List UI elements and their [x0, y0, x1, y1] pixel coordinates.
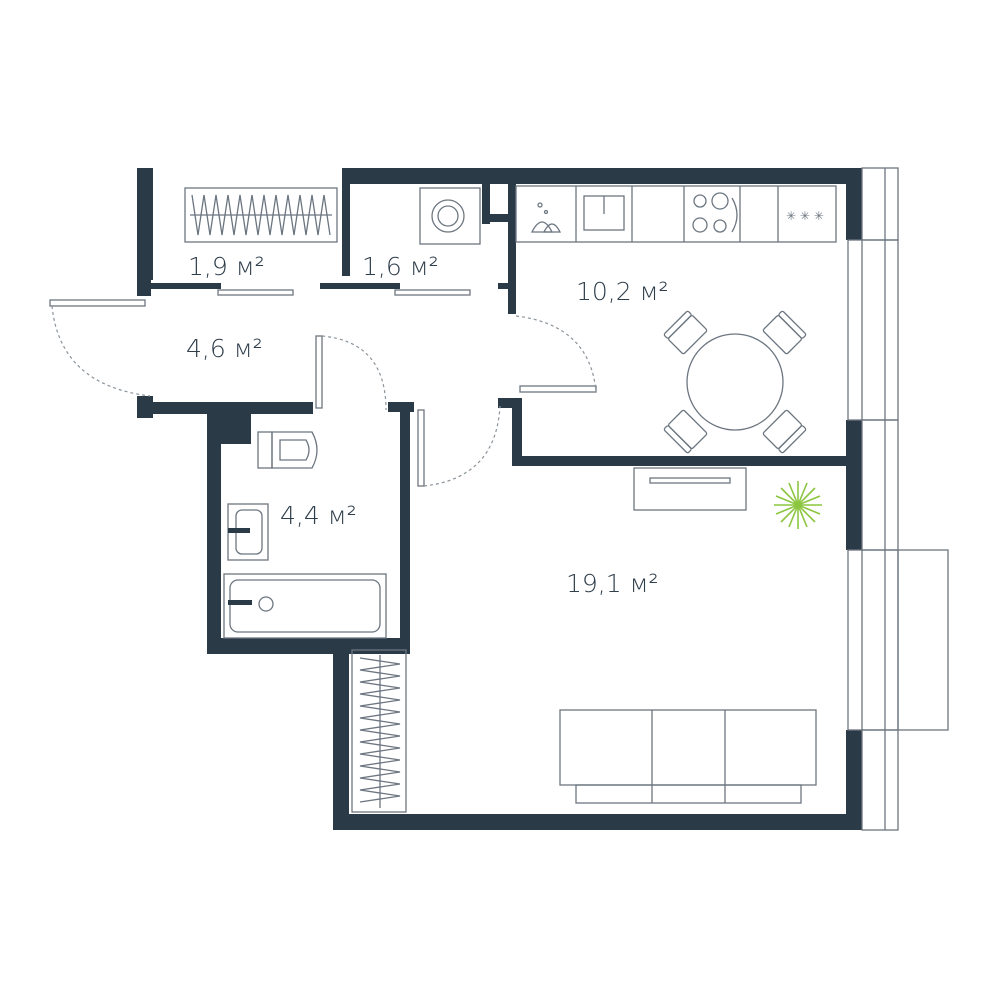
oven-icon: ✳ ✳ ✳	[786, 209, 824, 223]
wall-right-2	[846, 420, 862, 550]
wall-kitchen-lower	[512, 398, 522, 466]
walls	[137, 168, 862, 830]
wall-bottom	[333, 814, 862, 830]
window-frame-4	[847, 549, 899, 731]
area-hall: 4,6 м²	[186, 334, 263, 363]
area-laundry: 1,6 м²	[362, 252, 439, 281]
toilet-icon	[257, 431, 318, 469]
washing-machine-icon	[419, 187, 481, 245]
kitchen-door-leaf	[519, 385, 597, 393]
wall-right-1	[846, 168, 862, 240]
wall-storage-front	[151, 283, 221, 289]
wardrobe-living-icon	[351, 649, 407, 813]
living-door-leaf	[417, 409, 425, 487]
wall-laundry-right	[482, 184, 490, 224]
wall-right-3	[846, 730, 862, 830]
window-frame-3	[861, 419, 899, 551]
wall-laundry-front	[350, 283, 400, 289]
svg-text:✳ ✳ ✳: ✳ ✳ ✳	[786, 209, 824, 223]
balcony-door	[897, 549, 949, 731]
dining-set-icon	[663, 310, 807, 454]
area-kitchen: 10,2 м²	[576, 277, 669, 306]
bathtub-icon	[223, 573, 387, 639]
plant-icon	[774, 481, 822, 529]
sofa-icon	[559, 709, 817, 804]
bath-door-leaf	[315, 335, 323, 409]
wall-living-left	[333, 638, 349, 828]
wall-storage-laundry	[342, 168, 350, 276]
living-door-swing	[423, 405, 501, 487]
storage-door	[217, 289, 294, 296]
wall-laundry-step	[482, 214, 512, 222]
stove-icon	[692, 192, 738, 233]
area-living: 19,1 м²	[566, 569, 659, 598]
wall-kitchen-stub	[498, 283, 516, 289]
wall-bath-left	[207, 402, 221, 654]
wall-bath-shaft	[221, 414, 251, 444]
windows	[847, 167, 949, 831]
wall-laundry-left	[320, 283, 350, 289]
wall-hall-bath	[153, 402, 313, 414]
laundry-door	[394, 289, 471, 296]
sink-icon	[583, 195, 625, 231]
wall-left-top	[137, 168, 153, 280]
window-frame-1	[861, 167, 899, 241]
washbasin-icon	[227, 503, 269, 561]
wall-top-right	[570, 168, 850, 184]
area-storage: 1,9 м²	[188, 252, 265, 281]
window-frame-5	[861, 729, 899, 831]
kitchen-counter	[515, 185, 837, 243]
wall-bath-right	[400, 402, 410, 638]
entrance-door-swing	[51, 305, 151, 397]
wall-storage-corner	[137, 276, 151, 296]
wall-kitchen-left	[508, 184, 516, 314]
kitchen-door-swing	[515, 315, 597, 393]
window-frame-2	[847, 239, 899, 421]
wall-kitchen-living	[512, 456, 850, 466]
wall-top-middle	[342, 168, 570, 184]
wall-bath-bottom	[207, 638, 410, 654]
dish-icon	[530, 202, 562, 233]
tv-stand-icon	[633, 467, 747, 511]
wall-hall-left	[137, 396, 153, 418]
bath-door-swing	[321, 335, 387, 411]
wall-kitchen-lower-stub	[498, 398, 522, 408]
area-bathroom: 4,4 м²	[280, 501, 357, 530]
entrance-door-leaf	[49, 299, 146, 307]
doors	[49, 289, 597, 487]
wardrobe-icon	[184, 187, 338, 243]
